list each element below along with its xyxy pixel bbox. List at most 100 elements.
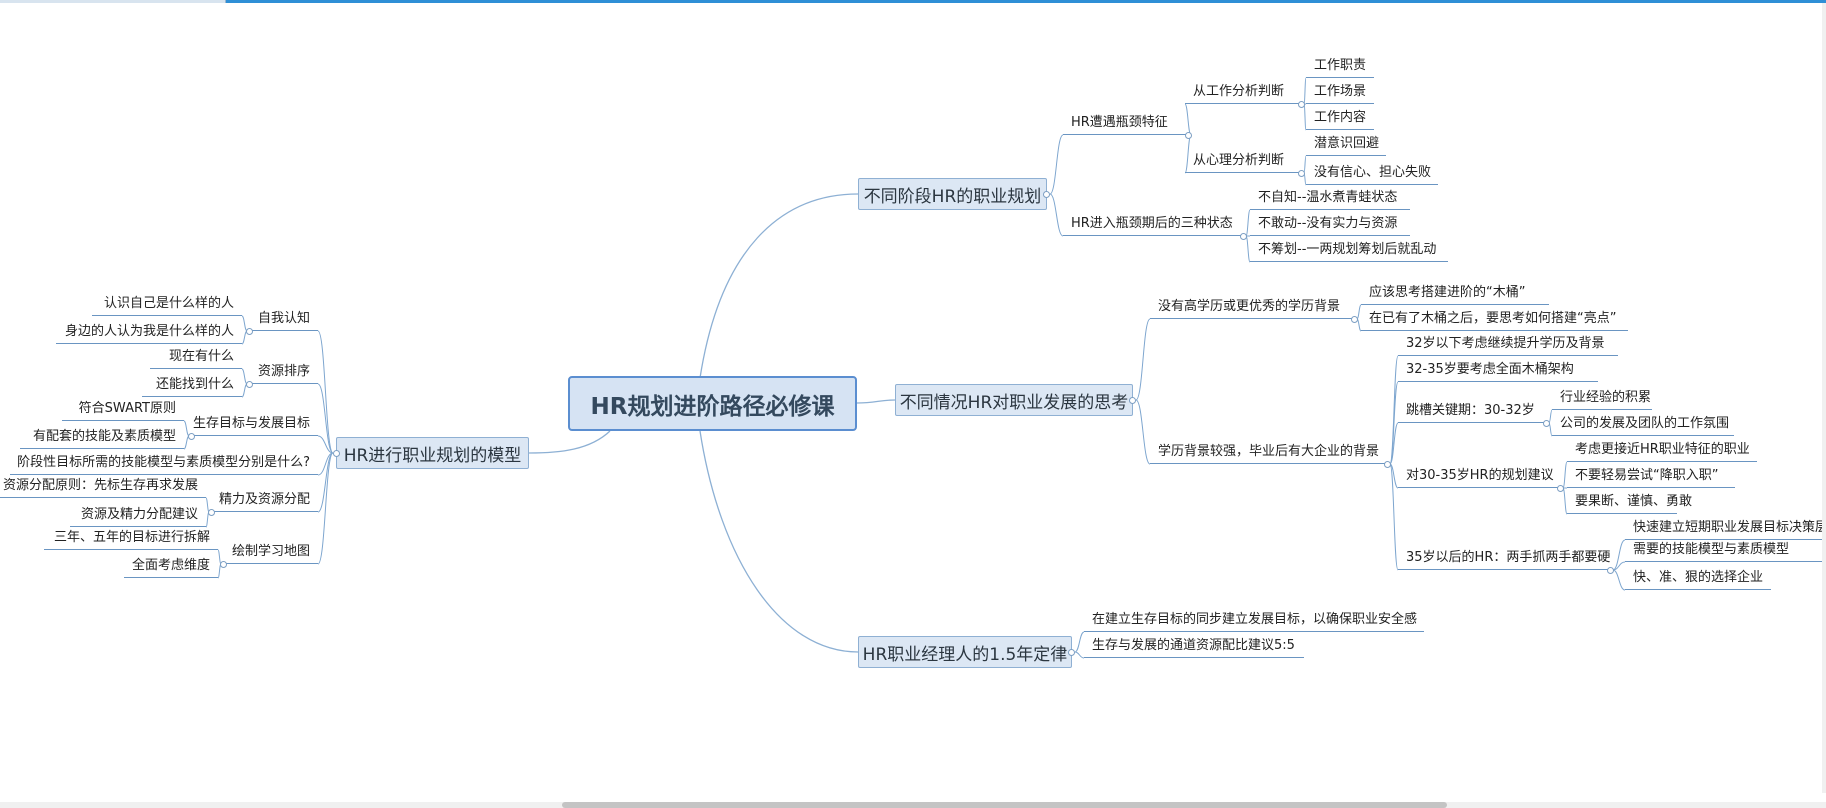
topic-underline: [250, 330, 318, 331]
topic-b0-a1a[interactable]: 工作职责: [1306, 57, 1374, 78]
topic-underline: [124, 577, 218, 578]
topic-b3-e1[interactable]: 资源分配原则：先标生存再求发展: [0, 477, 206, 498]
collapse-dot[interactable]: [1384, 460, 1391, 468]
topic-b2-1[interactable]: 在建立生存目标的同步建立发展目标，以确保职业安全感: [1084, 611, 1424, 632]
topic-b0-a[interactable]: HR遭遇瓶颈特征: [1063, 114, 1192, 139]
topic-b1-b4b[interactable]: 不要轻易尝试“降职入职”: [1567, 467, 1735, 488]
horizontal-scrollbar-thumb[interactable]: [562, 802, 1447, 808]
collapse-dot[interactable]: [246, 380, 253, 388]
topic-b1-b3a[interactable]: 行业经验的积累: [1552, 389, 1652, 410]
topic-b1-b3[interactable]: 跳槽关键期：30-32岁: [1398, 402, 1550, 427]
collapse-dot[interactable]: [1240, 232, 1247, 240]
collapse-dot[interactable]: [1043, 190, 1050, 198]
topic-underline: [1063, 134, 1188, 135]
collapse-dot[interactable]: [188, 432, 195, 440]
branch-career-thinking[interactable]: 不同情况HR对职业发展的思考: [895, 384, 1136, 416]
topic-b0-a2b[interactable]: 没有信心、担心失败: [1306, 164, 1438, 185]
topic-underline: [224, 563, 318, 564]
topic-label: 考虑更接近HR职业特征的职业: [1575, 442, 1750, 457]
topic-label: 符合SWART原则: [78, 401, 176, 416]
topic-b3-a2[interactable]: 身边的人认为我是什么样的人: [56, 323, 242, 344]
topic-b0-b3[interactable]: 不筹划--一两规划筹划后就乱动: [1250, 241, 1448, 262]
topic-b0-b2[interactable]: 不敢动--没有实力与资源: [1250, 215, 1410, 236]
topic-b1-b1[interactable]: 32岁以下考虑继续提升学历及背景: [1398, 335, 1618, 356]
branch-1-5-year-rule[interactable]: HR职业经理人的1.5年定律: [858, 636, 1075, 668]
topic-label: 有配套的技能及素质模型: [32, 429, 176, 444]
topic-b3-e[interactable]: 精力及资源分配: [208, 491, 318, 516]
root-topic-label: HR规划进阶路径必修课: [590, 393, 835, 420]
topic-b1-b2[interactable]: 32-35岁要考虑全面木桶架构: [1398, 361, 1598, 382]
topic-label: 潜意识回避: [1314, 136, 1380, 151]
topic-b3-c[interactable]: 生存目标与发展目标: [188, 415, 318, 440]
topic-b0-b1[interactable]: 不自知--温水煮青蛙状态: [1250, 189, 1410, 210]
topic-underline: [192, 435, 318, 436]
collapse-dot[interactable]: [333, 449, 340, 457]
topic-label: 快、准、狠的选择企业: [1633, 570, 1764, 585]
branch-planning-model[interactable]: HR进行职业规划的模型: [333, 437, 529, 469]
topic-b1-b5[interactable]: 35岁以后的HR：两手抓两手都要硬: [1398, 549, 1614, 574]
topic-underline: [1567, 461, 1757, 462]
topic-b3-e2[interactable]: 资源及精力分配建议: [70, 506, 206, 527]
topic-label: 在建立生存目标的同步建立发展目标，以确保职业安全感: [1092, 612, 1418, 627]
topic-b3-b1[interactable]: 现在有什么: [150, 348, 242, 369]
branch-career-stages[interactable]: 不同阶段HR的职业规划: [858, 178, 1050, 210]
topic-b3-f2[interactable]: 全面考虑维度: [124, 557, 218, 578]
topic-b3-b2[interactable]: 还能找到什么: [142, 376, 242, 397]
topic-underline: [1361, 304, 1549, 305]
topic-label: 不自知--温水煮青蛙状态: [1258, 190, 1398, 205]
topic-b3-a[interactable]: 自我认知: [246, 310, 318, 335]
topic-b1-b[interactable]: 学历背景较强，毕业后有大企业的背景: [1150, 443, 1391, 468]
collapse-dot[interactable]: [1068, 648, 1075, 656]
topic-b1-a1[interactable]: 应该思考搭建进阶的“木桶”: [1361, 284, 1549, 305]
topic-underline: [1398, 569, 1610, 570]
topic-b3-f1[interactable]: 三年、五年的目标进行拆解: [44, 529, 218, 550]
collapse-dot[interactable]: [1557, 484, 1564, 492]
topic-b0-a2[interactable]: 从心理分析判断: [1185, 152, 1305, 177]
topic-b1-a[interactable]: 没有高学历或更优秀的学历背景: [1150, 298, 1358, 323]
topic-b0-a1b[interactable]: 工作场景: [1306, 83, 1374, 104]
topic-b1-a2[interactable]: 在已有了木桶之后，要思考如何搭建“亮点”: [1361, 310, 1628, 331]
vertical-scrollbar[interactable]: [1822, 3, 1826, 793]
collapse-dot[interactable]: [1543, 419, 1550, 427]
topic-b3-b[interactable]: 资源排序: [246, 363, 318, 388]
top-tab-indicator[interactable]: [0, 0, 226, 3]
topic-b1-b4[interactable]: 对30-35岁HR的规划建议: [1398, 467, 1564, 492]
topic-underline: [1398, 422, 1546, 423]
collapse-dot[interactable]: [1298, 169, 1305, 177]
topic-b0-a1c[interactable]: 工作内容: [1306, 109, 1374, 130]
topic-b1-b4a[interactable]: 考虑更接近HR职业特征的职业: [1567, 441, 1757, 462]
topic-b0-a2a[interactable]: 潜意识回避: [1306, 135, 1386, 156]
topic-underline: [1552, 409, 1652, 410]
topic-label: 快速建立短期职业发展目标决策层: [1633, 520, 1826, 535]
topic-b1-b5a1[interactable]: 快速建立短期职业发展目标决策层: [1625, 519, 1826, 540]
topic-b1-b5b[interactable]: 快、准、狠的选择企业: [1625, 569, 1771, 590]
topic-b3-d[interactable]: 阶段性目标所需的技能模型与素质模型分别是什么?: [10, 454, 318, 475]
collapse-dot[interactable]: [1351, 315, 1358, 323]
collapse-dot[interactable]: [246, 327, 253, 335]
topic-b3-a1[interactable]: 认识自己是什么样的人: [92, 295, 242, 316]
topic-underline: [250, 383, 318, 384]
topic-b3-c1[interactable]: 符合SWART原则: [62, 400, 184, 421]
topic-label: 对30-35岁HR的规划建议: [1406, 468, 1554, 483]
topic-underline: [1250, 261, 1448, 262]
collapse-dot[interactable]: [208, 508, 215, 516]
topic-b1-b5a2[interactable]: 需要的技能模型与素质模型: [1625, 541, 1826, 562]
topic-b0-b[interactable]: HR进入瓶颈期后的三种状态: [1063, 215, 1247, 240]
collapse-dot[interactable]: [1298, 100, 1305, 108]
collapse-dot[interactable]: [220, 560, 227, 568]
topic-underline: [44, 549, 218, 550]
collapse-dot[interactable]: [1607, 566, 1614, 574]
topic-b3-c2[interactable]: 有配套的技能及素质模型: [20, 428, 184, 449]
topic-b1-b3b[interactable]: 公司的发展及团队的工作氛围: [1552, 415, 1734, 436]
topic-b3-f[interactable]: 绘制学习地图: [220, 543, 318, 568]
topic-b2-2[interactable]: 生存与发展的通道资源配比建议5:5: [1084, 637, 1304, 658]
collapse-dot[interactable]: [1185, 131, 1192, 139]
topic-b1-b4c[interactable]: 要果断、谨慎、勇敢: [1567, 493, 1692, 514]
topic-b0-a1[interactable]: 从工作分析判断: [1185, 83, 1305, 108]
topic-underline: [1398, 487, 1560, 488]
root-topic[interactable]: HR规划进阶路径必修课: [568, 376, 857, 431]
collapse-dot[interactable]: [1129, 396, 1136, 404]
topic-label: 资源排序: [257, 364, 310, 379]
